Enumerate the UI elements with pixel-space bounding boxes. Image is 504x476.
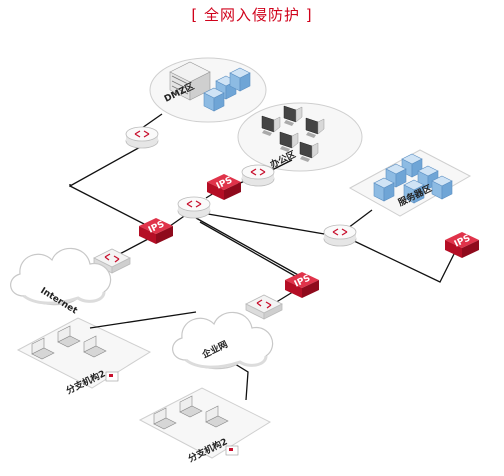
network-links bbox=[69, 113, 457, 401]
server-switch bbox=[323, 224, 357, 247]
ips-enterprise-side: IPS bbox=[285, 272, 319, 298]
branch1-devices bbox=[31, 325, 119, 382]
branch2-zone bbox=[138, 387, 272, 459]
ips-server-side: IPS bbox=[445, 232, 479, 258]
ips-internet-side: IPS bbox=[139, 218, 173, 244]
ips-core-top: IPS bbox=[207, 174, 241, 200]
enterprise-switch bbox=[245, 294, 283, 320]
core-router bbox=[177, 196, 211, 219]
branch1-zone bbox=[16, 317, 152, 389]
dmz-switch bbox=[125, 126, 159, 149]
diagram-title: [ 全网入侵防护 ] bbox=[191, 6, 313, 24]
branch2-devices bbox=[153, 395, 239, 456]
dmz-rack-server bbox=[169, 61, 211, 101]
office-switch bbox=[241, 164, 275, 187]
